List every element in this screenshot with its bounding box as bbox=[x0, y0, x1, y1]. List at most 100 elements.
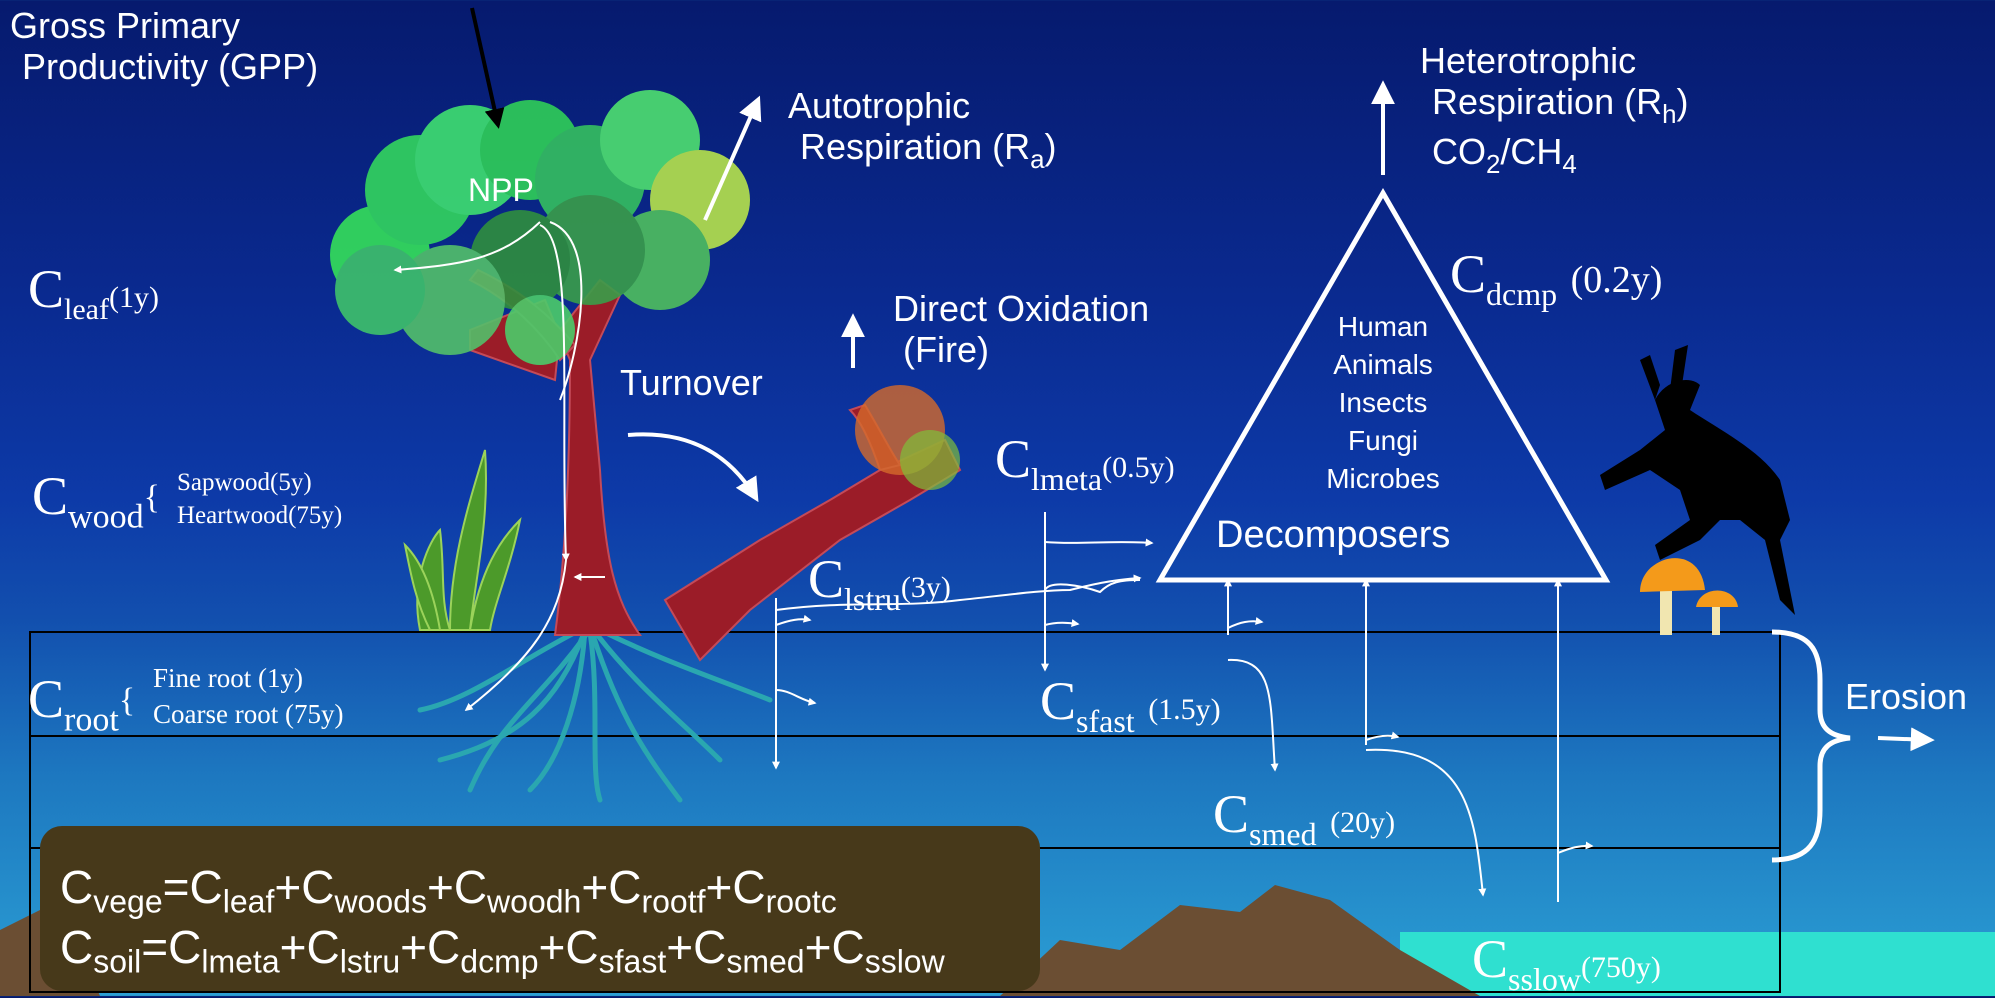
erosion-brace bbox=[1772, 632, 1850, 860]
gpp-label: Gross Primary Productivity (GPP) bbox=[10, 5, 318, 88]
eq-soil-term: C bbox=[693, 921, 726, 973]
grass-graphic bbox=[405, 450, 520, 630]
eq-soil-lhs: C bbox=[60, 921, 93, 973]
pool-dcmp-time: (0.2y) bbox=[1571, 259, 1663, 301]
decomposer-microbes: Microbes bbox=[1283, 460, 1483, 498]
eq-soil-term-sub: lstru bbox=[340, 944, 400, 980]
eq-vege-term: C bbox=[732, 861, 765, 913]
eq-vege-lhs-sub: vege bbox=[93, 884, 162, 920]
pool-sfast-c: C bbox=[1040, 671, 1076, 731]
pool-smed-sub: smed bbox=[1249, 816, 1317, 852]
pool-wood-c: C bbox=[32, 466, 68, 526]
turnover-label: Turnover bbox=[620, 362, 763, 403]
pool-dcmp-c: C bbox=[1450, 244, 1486, 304]
pool-sslow: Csslow(750y) bbox=[1472, 928, 1661, 998]
pool-lmeta-time: (0.5y) bbox=[1102, 451, 1174, 484]
decomposers-title: Decomposers bbox=[1216, 514, 1450, 558]
pool-lstru-time: (3y) bbox=[901, 571, 951, 604]
fire-line1: Direct Oxidation bbox=[893, 288, 1149, 329]
roots-graphic bbox=[420, 630, 770, 800]
pool-root-coarse: Coarse root (75y) bbox=[153, 696, 343, 732]
decomposer-list: Human Animals Insects Fungi Microbes bbox=[1283, 308, 1483, 498]
pool-sslow-c: C bbox=[1472, 929, 1508, 989]
pool-leaf-sub: leaf bbox=[64, 293, 109, 326]
eq-vege-term-sub: woodh bbox=[487, 884, 581, 920]
pool-dcmp-sub: dcmp bbox=[1486, 276, 1557, 312]
eq-vege-term-sub: leaf bbox=[223, 884, 275, 920]
mushroom-graphic bbox=[1640, 558, 1738, 635]
co2-text: CO bbox=[1432, 131, 1486, 172]
pool-root-brace: { bbox=[119, 682, 135, 719]
eq-soil-term-sub: sfast bbox=[599, 944, 667, 980]
pool-root: Croot{ bbox=[28, 668, 135, 740]
eq-soil-term: C bbox=[306, 921, 339, 973]
pool-sslow-sub: sslow bbox=[1508, 961, 1581, 997]
heterotrophic-label: Heterotrophic Respiration (Rh) CO2/CH4 bbox=[1420, 40, 1689, 181]
heterotrophic-tail: ) bbox=[1677, 81, 1689, 122]
pool-wood-sub: wood bbox=[68, 499, 144, 536]
gpp-line2: Productivity (GPP) bbox=[10, 46, 318, 87]
pool-root-c: C bbox=[28, 669, 64, 729]
co2-sub: 2 bbox=[1486, 151, 1500, 179]
eq-soil-term: C bbox=[831, 921, 864, 973]
pool-leaf: Cleaf(1y) bbox=[28, 258, 159, 328]
pool-root-fine: Fine root (1y) bbox=[153, 660, 343, 696]
pool-wood-brace: { bbox=[144, 479, 160, 516]
pool-lmeta-sub: lmeta bbox=[1031, 461, 1102, 497]
heterotrophic-line2: Respiration (R bbox=[1432, 81, 1662, 122]
eq-vege-term-sub: rootf bbox=[641, 884, 705, 920]
autotrophic-line2: Respiration (R bbox=[800, 126, 1030, 167]
fire-line2: (Fire) bbox=[893, 329, 1149, 370]
eq-vege-term-sub: woods bbox=[334, 884, 427, 920]
erosion-label: Erosion bbox=[1845, 676, 1967, 717]
pool-lmeta: Clmeta(0.5y) bbox=[995, 428, 1175, 498]
eq-soil-term: C bbox=[427, 921, 460, 973]
pool-leaf-time: (1y) bbox=[109, 281, 159, 314]
fallen-log bbox=[665, 385, 960, 660]
erosion-arrow bbox=[1878, 738, 1930, 740]
fire-label: Direct Oxidation (Fire) bbox=[893, 288, 1149, 371]
pool-sfast-sub: sfast bbox=[1076, 703, 1135, 739]
heterotrophic-sub: h bbox=[1662, 101, 1676, 129]
pool-leaf-c: C bbox=[28, 259, 64, 319]
autotrophic-sub: a bbox=[1030, 146, 1044, 174]
eq-soil-term-sub: smed bbox=[726, 944, 804, 980]
heterotrophic-line1: Heterotrophic bbox=[1420, 40, 1689, 81]
pool-wood-detail: Sapwood(5y) Heartwood(75y) bbox=[177, 466, 342, 532]
autotrophic-label: Autotrophic Respiration (Ra) bbox=[788, 85, 1057, 176]
ch4-sub: 4 bbox=[1562, 151, 1576, 179]
eq-soil-term: C bbox=[565, 921, 598, 973]
eq-vege-term-sub: rootc bbox=[766, 884, 837, 920]
pool-dcmp: Cdcmp (0.2y) bbox=[1450, 243, 1662, 313]
eq-vege-lhs: C bbox=[60, 861, 93, 913]
ch4-text: /CH bbox=[1500, 131, 1562, 172]
eq-vege-term: C bbox=[454, 861, 487, 913]
pool-sfast-time: (1.5y) bbox=[1148, 693, 1220, 726]
turnover-arrow bbox=[628, 434, 756, 498]
pool-sfast: Csfast (1.5y) bbox=[1040, 670, 1221, 740]
pool-smed-c: C bbox=[1213, 784, 1249, 844]
eq-vege-term: C bbox=[190, 861, 223, 913]
pool-lstru: Clstru(3y) bbox=[808, 548, 951, 618]
eq-soil-term: C bbox=[168, 921, 201, 973]
eq-vege-term: C bbox=[608, 861, 641, 913]
gpp-line1: Gross Primary bbox=[10, 5, 318, 46]
pool-lstru-c: C bbox=[808, 549, 844, 609]
pool-lmeta-c: C bbox=[995, 429, 1031, 489]
pool-root-detail: Fine root (1y) Coarse root (75y) bbox=[153, 660, 343, 732]
equation-soil: Csoil=Clmeta+Clstru+Cdcmp+Csfast+Csmed+C… bbox=[60, 920, 945, 981]
eq-soil-term-sub: dcmp bbox=[460, 944, 538, 980]
decomposer-human: Human bbox=[1283, 308, 1483, 346]
tree-canopy bbox=[330, 90, 750, 365]
pool-wood-heartwood: Heartwood(75y) bbox=[177, 499, 342, 532]
pool-root-sub: root bbox=[64, 702, 119, 739]
eq-soil-term-sub: lmeta bbox=[201, 944, 279, 980]
npp-label: NPP bbox=[468, 172, 534, 209]
pool-sslow-time: (750y) bbox=[1581, 951, 1661, 984]
pool-smed-time: (20y) bbox=[1330, 806, 1395, 839]
eq-vege-term: C bbox=[301, 861, 334, 913]
autotrophic-line1: Autotrophic bbox=[788, 85, 1057, 126]
pool-smed: Csmed (20y) bbox=[1213, 783, 1395, 853]
equation-vege: Cvege=Cleaf+Cwoods+Cwoodh+Crootf+Crootc bbox=[60, 860, 837, 921]
pool-lstru-sub: lstru bbox=[844, 581, 901, 617]
